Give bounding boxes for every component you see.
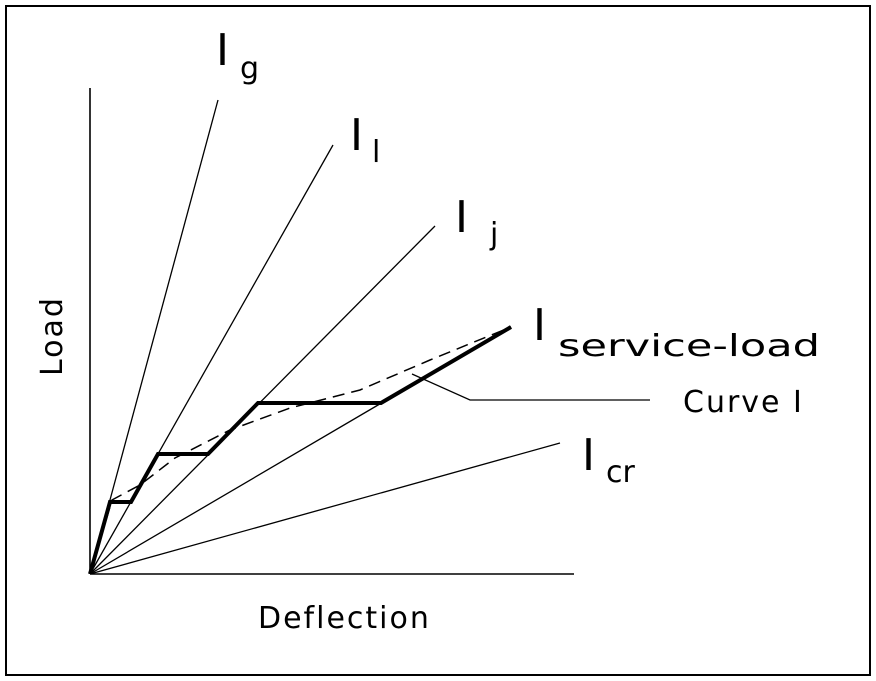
line-ij [89, 225, 436, 575]
label-icr: I cr [582, 430, 635, 490]
curve-i-leader [411, 373, 650, 401]
diagram-frame [5, 5, 871, 676]
x-axis-label: Deflection [258, 601, 431, 636]
label-ij: I j [455, 192, 498, 252]
label-icr-sub: cr [606, 455, 635, 490]
label-il-sub: l [372, 135, 380, 170]
label-ig: I g [216, 25, 259, 86]
line-il [89, 144, 334, 575]
curve-i [88, 325, 513, 575]
label-ij-sub: j [489, 217, 498, 252]
label-ig-main: I [216, 25, 229, 76]
label-iservice-main: I [533, 300, 546, 351]
line-ig [89, 99, 219, 575]
y-axis-label: Load [35, 296, 70, 376]
curve-i-label: Curve I [683, 385, 804, 420]
label-il: I l [350, 110, 380, 170]
label-icr-main: I [582, 430, 595, 481]
label-ij-main: I [455, 192, 468, 243]
label-il-main: I [350, 110, 363, 161]
label-iservice-sub: service-load [558, 329, 820, 364]
label-ig-sub: g [240, 51, 259, 86]
line-icr [89, 442, 561, 575]
label-iservice: I service-load [533, 300, 820, 364]
